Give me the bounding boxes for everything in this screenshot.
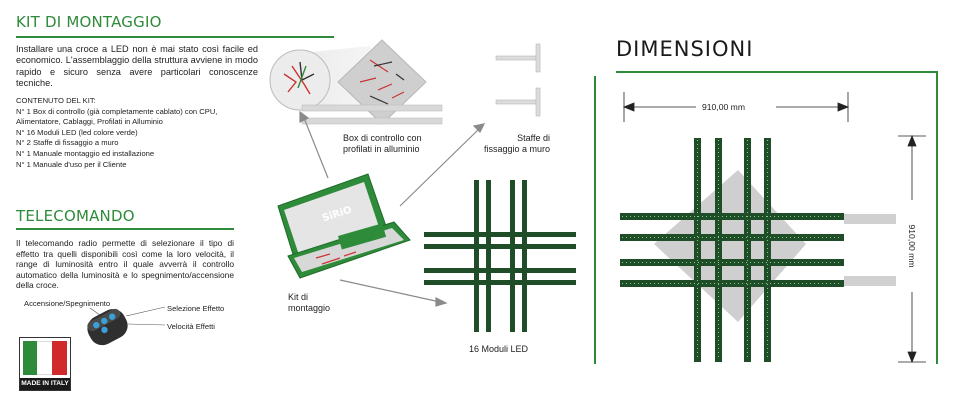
kit-intro: Installare una croce a LED non è mai sta… bbox=[16, 44, 258, 88]
kit-item: N° 1 Manuale montaggio ed installazione bbox=[16, 148, 155, 158]
kit-contents: CONTENUTO DEL KIT: N° 1 Box di controllo… bbox=[16, 96, 266, 170]
control-box-backplate bbox=[654, 170, 806, 322]
dimensions-right-border bbox=[936, 72, 938, 364]
made-in-italy-label: MADE IN ITALY bbox=[20, 378, 70, 390]
remote-label-speed: Velocità Effetti bbox=[167, 322, 215, 331]
height-dimension-line bbox=[898, 134, 926, 364]
profile-top bbox=[844, 214, 896, 224]
kit-heading: KIT DI MONTAGGIO bbox=[16, 13, 162, 31]
remote-heading-rule bbox=[16, 228, 234, 230]
zoom-circle bbox=[269, 49, 331, 111]
modules-label: 16 Moduli LED bbox=[469, 344, 529, 354]
profile-bottom bbox=[844, 276, 896, 286]
section-divider bbox=[594, 76, 596, 364]
kit-contents-title: CONTENUTO DEL KIT: bbox=[16, 96, 96, 105]
made-in-italy-badge: MADE IN ITALY bbox=[19, 337, 71, 391]
kit-item: N° 1 Manuale d'uso per il Cliente bbox=[16, 159, 127, 169]
width-label: 910,00 mm bbox=[702, 102, 745, 112]
dimensions-heading-rule bbox=[616, 71, 938, 73]
remote-label-effect: Selezione Effetto bbox=[167, 304, 225, 313]
kit-item: N° 16 Moduli LED (led colore verde) bbox=[16, 127, 138, 137]
remote-heading: TELECOMANDO bbox=[16, 207, 135, 225]
kit-case bbox=[277, 173, 411, 279]
bracket-label: Staffe di fissaggio a muro bbox=[483, 133, 550, 154]
flag-white bbox=[37, 341, 52, 375]
remote-label-power: Accensione/Spegnimento bbox=[24, 299, 111, 308]
led-modules-cross bbox=[424, 180, 576, 332]
kit-item: N° 1 Box di controllo (già completamente… bbox=[16, 106, 218, 116]
kit-label: Kit di montaggio bbox=[288, 292, 331, 313]
height-label: 910,00 mm bbox=[907, 224, 917, 268]
kit-item: Alimentatore, Cablaggi, Profilati in All… bbox=[16, 117, 163, 127]
flag-green bbox=[23, 341, 37, 375]
remote-icon bbox=[87, 308, 128, 346]
width-dimension-line bbox=[622, 92, 850, 122]
remote-text: Il telecomando radio permette di selezio… bbox=[16, 238, 234, 291]
flag-red bbox=[52, 341, 67, 375]
dimensions-heading: DIMENSIONI bbox=[616, 37, 754, 61]
dimension-led-cross bbox=[620, 138, 844, 362]
wall-brackets bbox=[495, 43, 541, 117]
kit-heading-rule bbox=[16, 36, 334, 38]
box-label: Box di controllo con profilati in allumi… bbox=[343, 133, 422, 154]
kit-item: N° 2 Staffe di fissaggio a muro bbox=[16, 138, 119, 148]
